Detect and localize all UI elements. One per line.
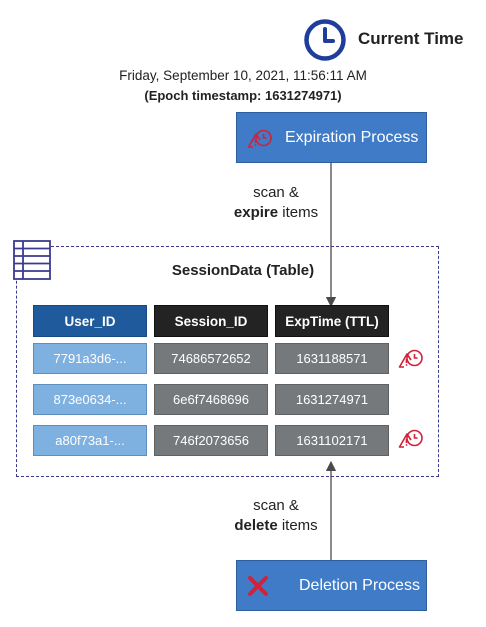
expiration-icon xyxy=(247,129,272,148)
clock-icon xyxy=(304,19,346,61)
table-row-2-session-id: 6e6f7468696 xyxy=(154,384,268,415)
current-time-title: Current Time xyxy=(358,29,464,48)
scan-expire-label: scan & expire items xyxy=(228,183,324,223)
table-icon xyxy=(13,240,51,280)
epoch-timestamp: (Epoch timestamp: 1631274971) xyxy=(144,88,342,103)
table-row-2-exptime: 1631274971 xyxy=(275,384,389,415)
table-row-1-user-id: 7791a3d6-... xyxy=(33,343,147,374)
deletion-process-label: Deletion Process xyxy=(299,576,420,594)
expired-item-icon xyxy=(398,349,423,368)
header-user-id: User_ID xyxy=(33,305,147,337)
header-session-id: Session_ID xyxy=(154,305,268,337)
expired-item-icon xyxy=(398,429,423,448)
header-exptime: ExpTime (TTL) xyxy=(275,305,389,337)
table-row-3-user-id: a80f73a1-... xyxy=(33,425,147,456)
table-container xyxy=(16,246,439,477)
close-icon xyxy=(248,575,268,596)
table-row-3-session-id: 746f2073656 xyxy=(154,425,268,456)
current-datetime: Friday, September 10, 2021, 11:56:11 AM xyxy=(119,68,367,83)
table-row-2-user-id: 873e0634-... xyxy=(33,384,147,415)
expiration-process-box[interactable]: Expiration Process xyxy=(236,112,427,163)
scan-delete-label: scan & delete items xyxy=(228,496,324,536)
expiration-process-label: Expiration Process xyxy=(285,128,419,146)
deletion-process-box[interactable]: Deletion Process xyxy=(236,560,427,611)
table-title: SessionData (Table) xyxy=(171,262,315,279)
table-row-1-session-id: 74686572652 xyxy=(154,343,268,374)
table-row-3-exptime: 1631102171 xyxy=(275,425,389,456)
table-row-1-exptime: 1631188571 xyxy=(275,343,389,374)
